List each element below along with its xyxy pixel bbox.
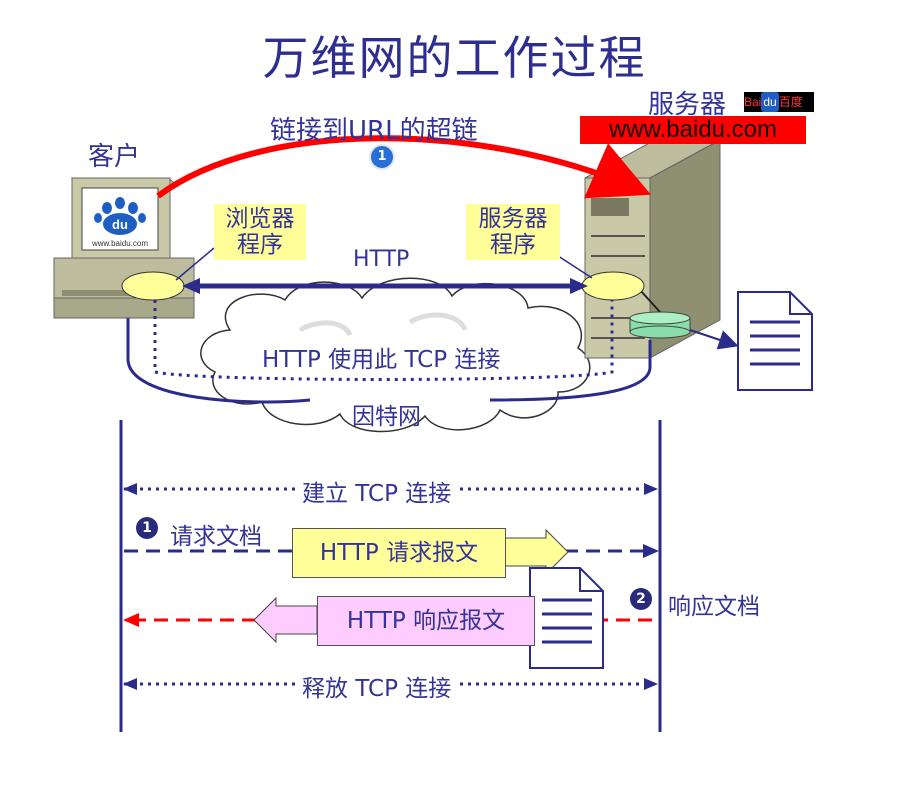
request-doc-label: 请求文档	[170, 524, 262, 550]
page-title: 万维网的工作过程	[262, 31, 647, 85]
client-computer-icon	[53, 177, 195, 319]
request-step-badge: 1	[136, 517, 158, 539]
hyperlink-arrow	[156, 135, 651, 199]
database-icon	[629, 311, 691, 339]
request-arrow-icon	[503, 528, 569, 576]
internet-cloud	[200, 277, 591, 433]
server-domain: www.baidu.com	[580, 116, 806, 144]
logo-mid: du	[761, 92, 779, 112]
http-label: HTTP	[353, 247, 410, 272]
logo-left: Bai	[744, 95, 762, 109]
server-network-cable	[489, 340, 652, 402]
http-response-message: HTTP 响应报文	[317, 596, 535, 646]
response-step-badge: 2	[630, 588, 652, 610]
browser-note: 浏览器 程序	[214, 204, 306, 260]
internet-label: 因特网	[352, 404, 421, 430]
response-doc-label: 响应文档	[668, 594, 760, 620]
logo-right: 百度	[778, 95, 803, 109]
http-request-message: HTTP 请求报文	[292, 528, 506, 578]
server-process	[581, 271, 645, 301]
response-document-icon	[529, 567, 604, 669]
screen-logo-mark: du	[112, 217, 128, 232]
server-document-icon	[737, 291, 813, 391]
response-arrow-icon	[253, 596, 318, 644]
browser-process	[121, 271, 185, 301]
server-note: 服务器 程序	[466, 204, 560, 260]
cloud-tcp-label: HTTP 使用此 TCP 连接	[262, 347, 501, 373]
release-tcp-label: 释放 TCP 连接	[298, 669, 456, 703]
client-network-cable	[126, 318, 311, 404]
establish-tcp-label: 建立 TCP 连接	[298, 474, 456, 508]
db-to-doc-arrow	[689, 329, 739, 350]
client-label: 客户	[88, 142, 141, 172]
tcp-dotted-path	[153, 300, 614, 381]
baidu-paw-icon: du www.baidu.com	[91, 197, 148, 248]
hyperlink-label: 链接到URL的超链	[270, 116, 478, 146]
screen-logo-text: www.baidu.com	[91, 239, 148, 248]
db-connector	[639, 289, 661, 313]
browser-note-pointer	[175, 247, 215, 281]
step-one-badge: 1	[369, 144, 395, 170]
server-label: 服务器	[648, 90, 727, 120]
